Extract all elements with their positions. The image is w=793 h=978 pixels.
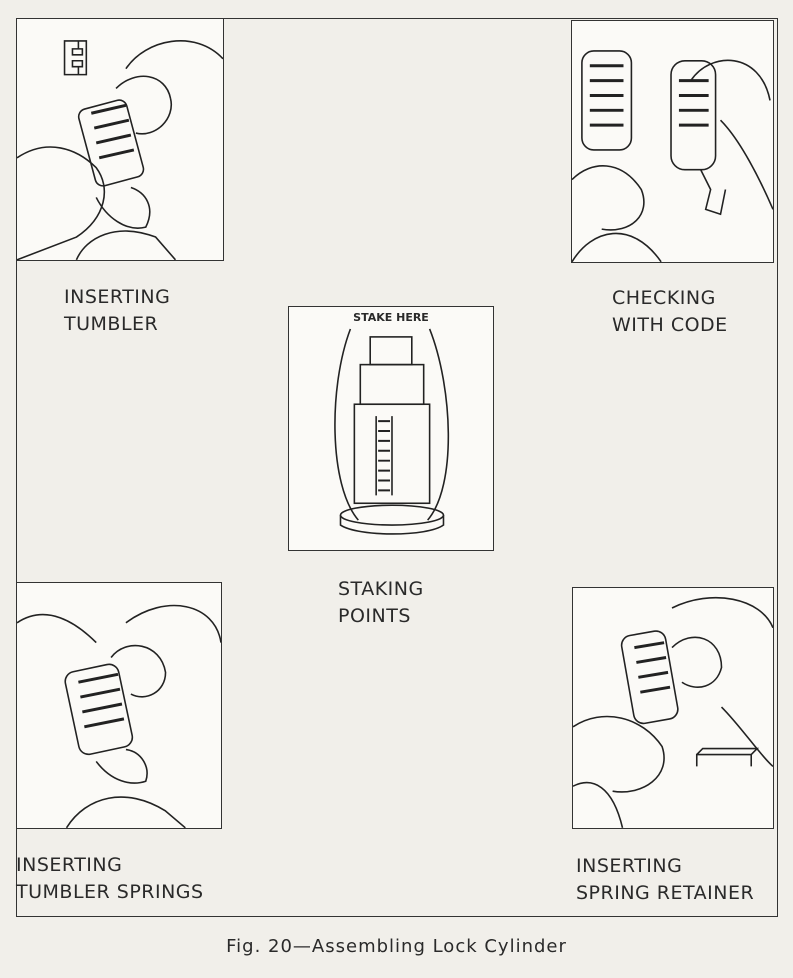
inserting-spring-retainer-illustration xyxy=(572,587,774,829)
caption-line: SPRING RETAINER xyxy=(576,882,755,904)
figure-frame xyxy=(16,18,778,917)
caption-line: INSERTING xyxy=(576,855,683,877)
caption-staking-points: STAKING POINTS xyxy=(338,576,424,630)
stake-here-label: STAKE HERE xyxy=(353,311,429,324)
caption-line: INSERTING xyxy=(64,286,171,308)
caption-checking-with-code: CHECKING WITH CODE xyxy=(612,285,728,339)
caption-line: TUMBLER xyxy=(64,313,159,335)
caption-inserting-spring-retainer: INSERTING SPRING RETAINER xyxy=(576,853,754,907)
caption-line: CHECKING xyxy=(612,287,716,309)
caption-line: WITH CODE xyxy=(612,314,728,336)
inserting-tumbler-springs-illustration xyxy=(16,582,222,829)
caption-line: INSERTING xyxy=(16,854,123,876)
caption-line: TUMBLER SPRINGS xyxy=(16,881,204,903)
staking-points-illustration: STAKE HERE xyxy=(288,306,494,551)
checking-with-code-illustration xyxy=(571,20,774,263)
caption-inserting-tumbler: INSERTING TUMBLER xyxy=(64,284,170,338)
caption-inserting-tumbler-springs: INSERTING TUMBLER SPRINGS xyxy=(16,852,204,906)
caption-line: STAKING xyxy=(338,578,424,600)
inserting-tumbler-illustration xyxy=(16,18,224,261)
caption-line: POINTS xyxy=(338,605,411,627)
figure-caption: Fig. 20—Assembling Lock Cylinder xyxy=(226,936,567,957)
